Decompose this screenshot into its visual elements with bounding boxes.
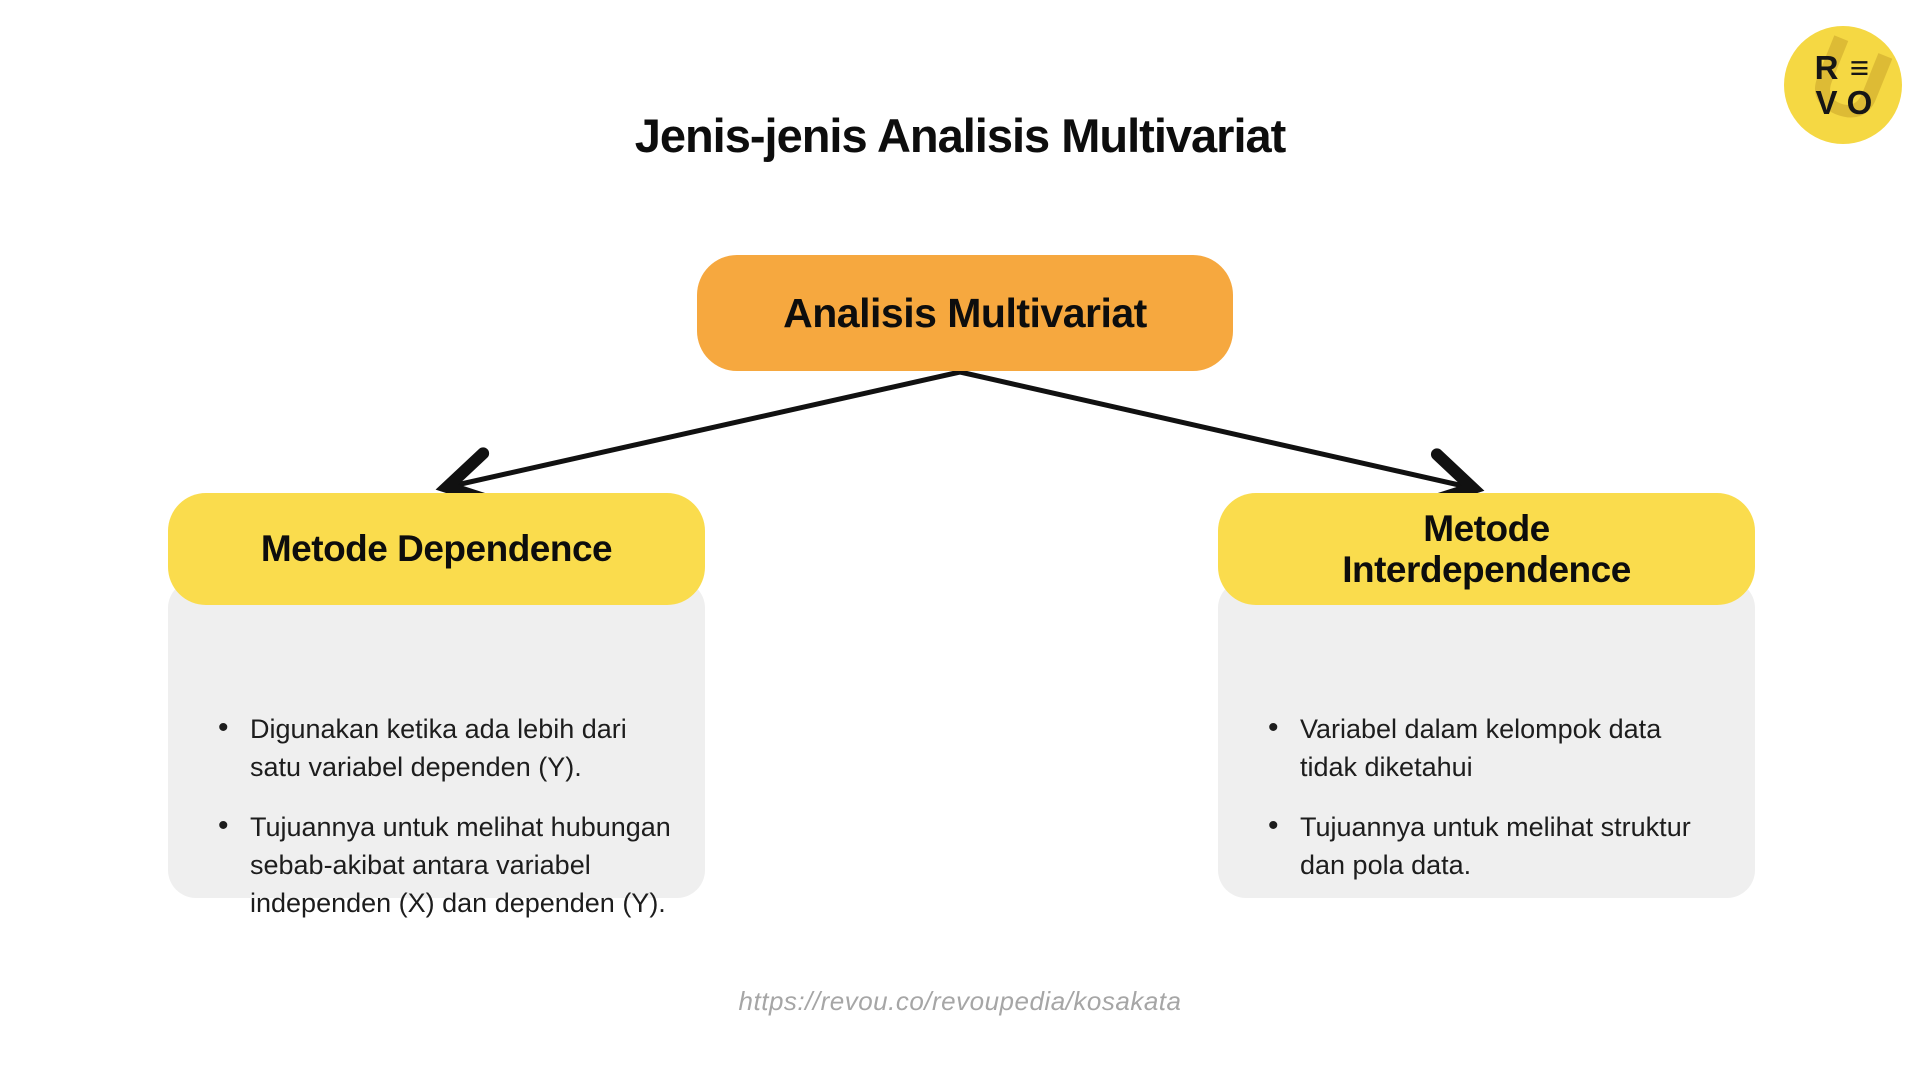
root-node-analisis-multivariat: Analisis Multivariat — [697, 255, 1233, 371]
branch-header-metode-interdependence: Metode Interdependence — [1218, 493, 1755, 605]
bullet-item: Tujuannya untuk melihat hubungan sebab-a… — [218, 807, 675, 922]
branch-title: Metode Interdependence — [1342, 507, 1631, 590]
branch-metode-interdependence: Variabel dalam kelompok data tidak diket… — [1218, 493, 1755, 898]
logo-letter-v: V — [1815, 84, 1838, 121]
branch-header-metode-dependence: Metode Dependence — [168, 493, 705, 605]
bullet-item: Variabel dalam kelompok data tidak diket… — [1268, 709, 1725, 786]
page-title: Jenis-jenis Analisis Multivariat — [634, 109, 1287, 162]
revou-logo-letters: R ≡ V O — [1784, 26, 1902, 144]
arrow-to-dependence — [435, 369, 963, 509]
footer-url: https://revou.co/revoupedia/kosakata — [738, 986, 1182, 1016]
branch-panel: Digunakan ketika ada lebih dari satu var… — [168, 580, 705, 918]
logo-letter-r: R — [1814, 49, 1839, 86]
bullet-list: Variabel dalam kelompok data tidak diket… — [1268, 709, 1725, 884]
root-node-label: Analisis Multivariat — [783, 289, 1147, 336]
logo-letter-e: ≡ — [1849, 49, 1870, 86]
bullet-item: Digunakan ketika ada lebih dari satu var… — [218, 709, 675, 786]
bullet-list: Digunakan ketika ada lebih dari satu var… — [218, 709, 675, 922]
branch-metode-dependence: Digunakan ketika ada lebih dari satu var… — [168, 493, 705, 918]
branch-panel: Variabel dalam kelompok data tidak diket… — [1218, 580, 1755, 898]
logo-letter-o: O — [1846, 84, 1873, 121]
arrow-to-interdependence — [957, 369, 1485, 510]
branch-title: Metode Dependence — [260, 528, 613, 570]
revou-logo: U R ≡ V O — [1784, 26, 1902, 144]
bullet-item: Tujuannya untuk melihat struktur dan pol… — [1268, 807, 1725, 884]
